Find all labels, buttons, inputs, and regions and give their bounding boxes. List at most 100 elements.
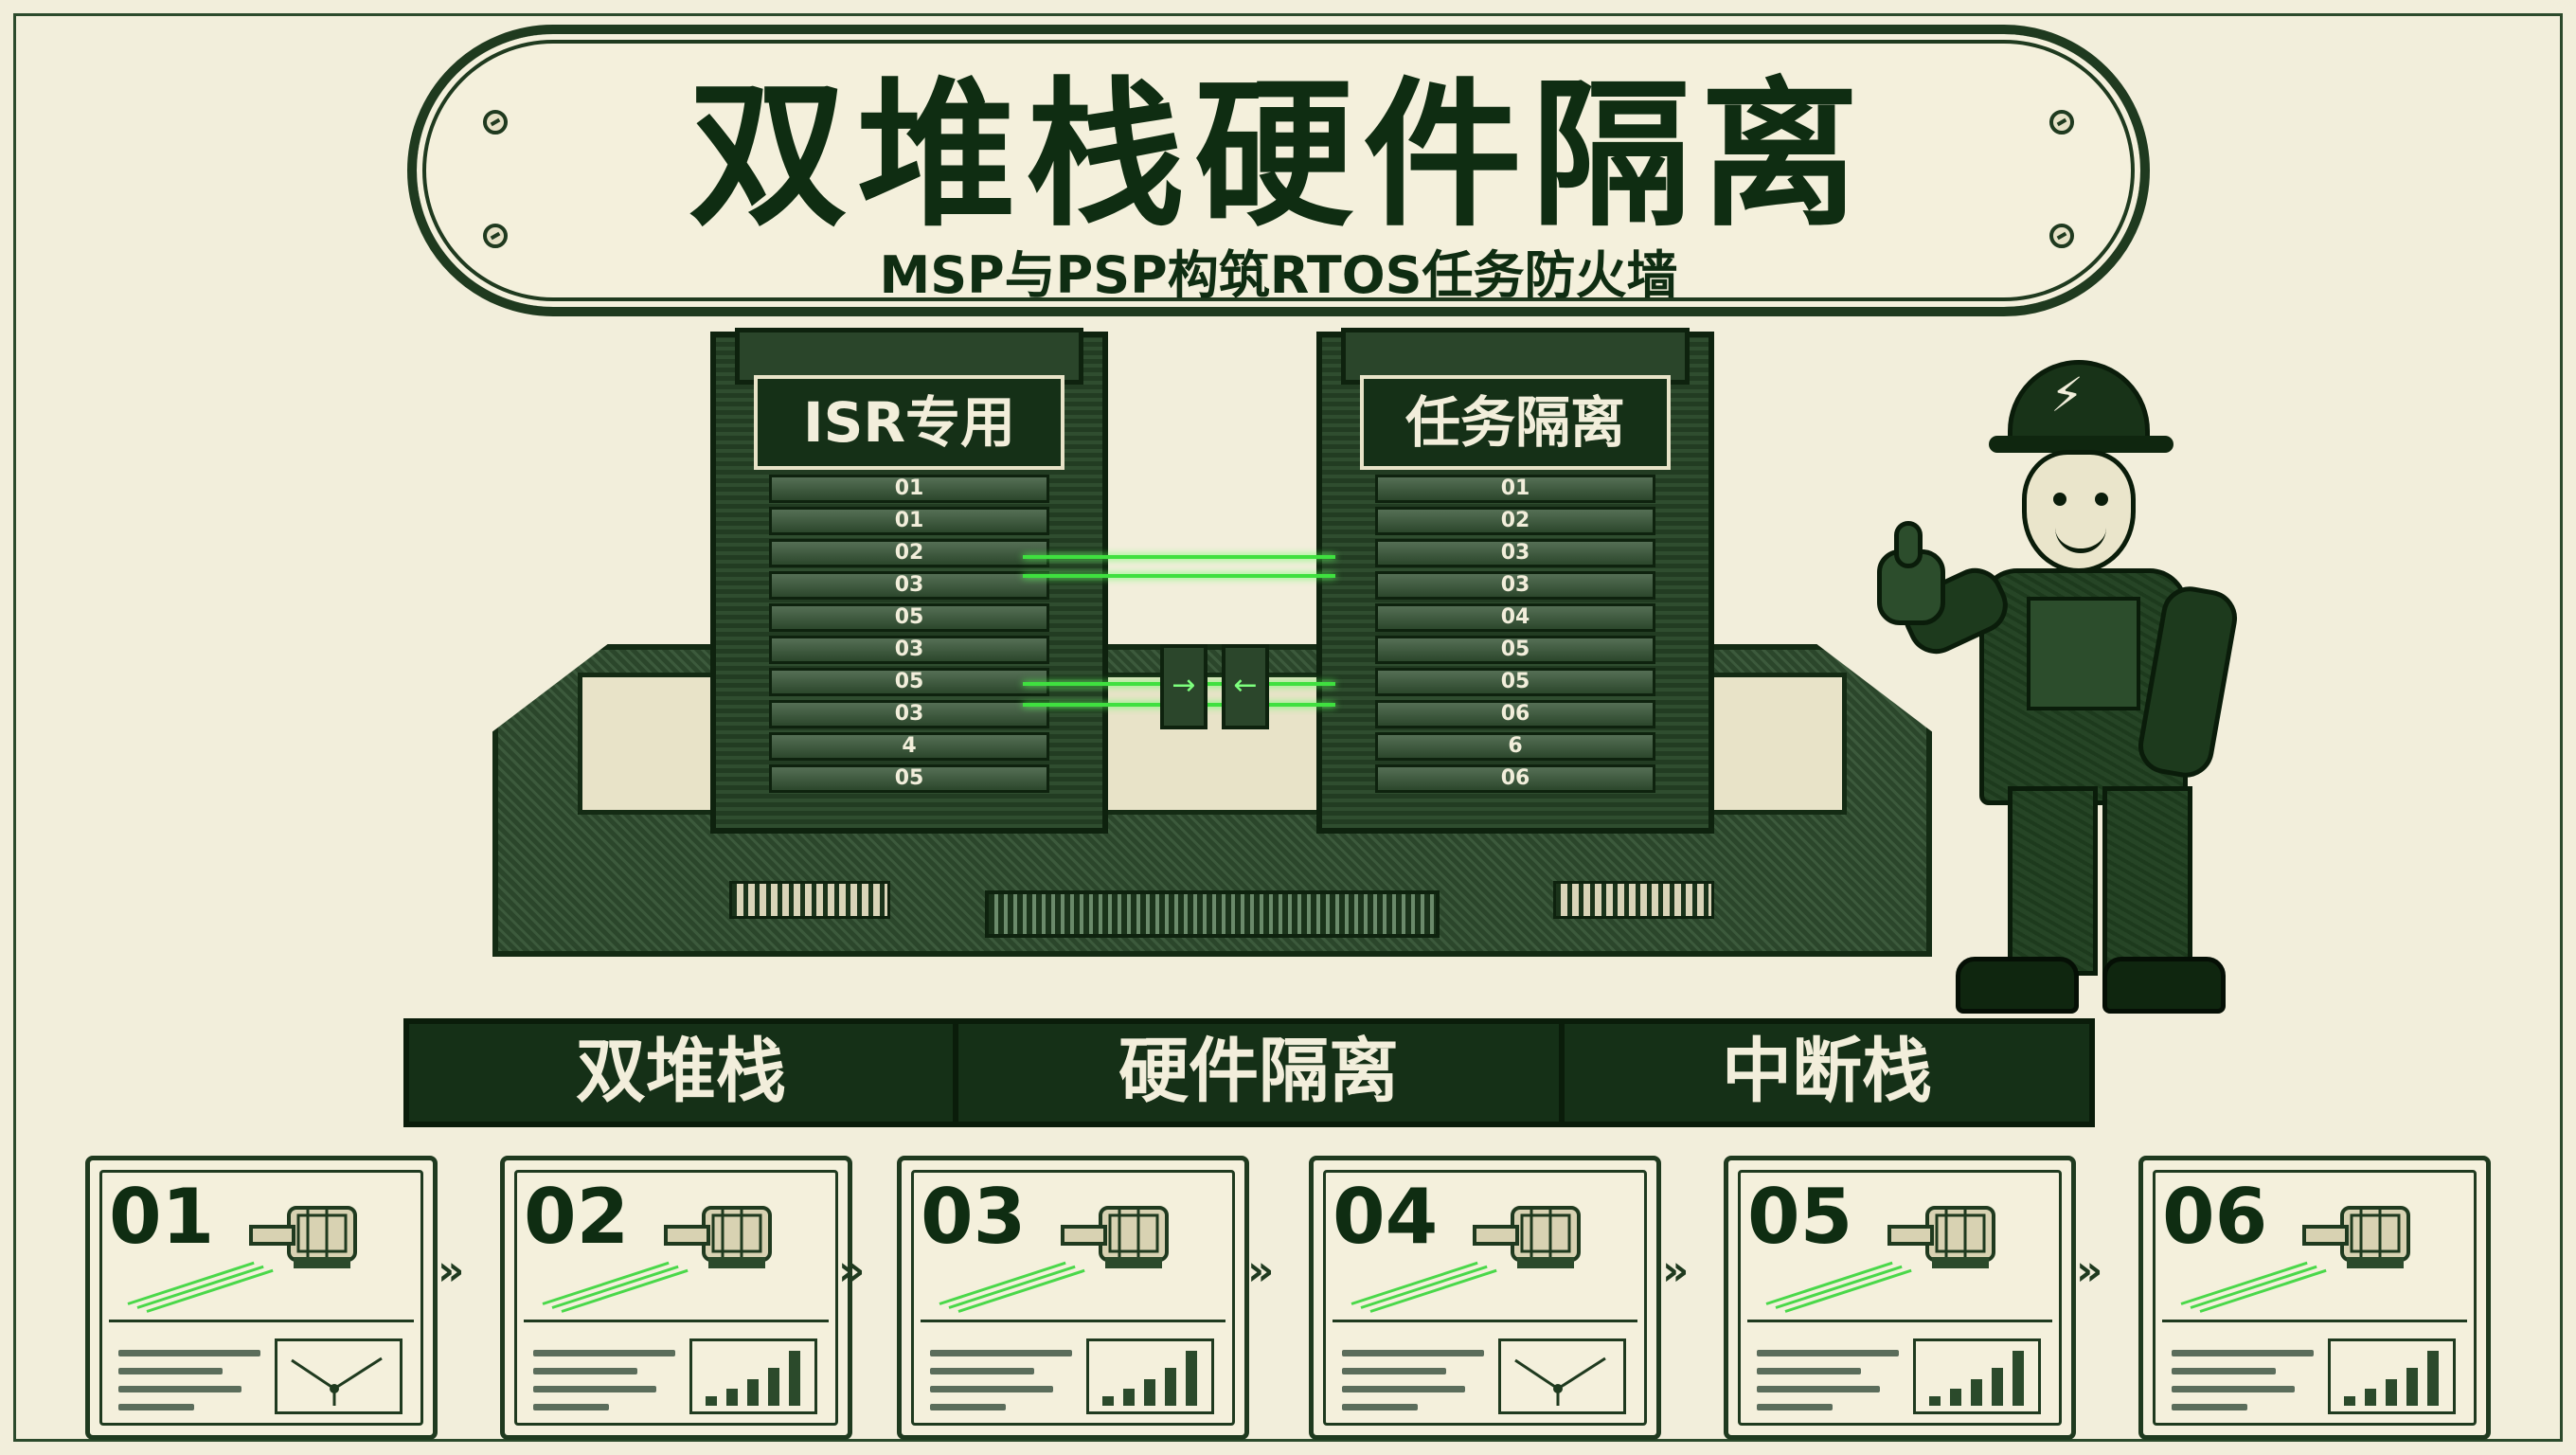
page-frame bbox=[13, 13, 2563, 1442]
placeholder-line bbox=[1757, 1404, 1833, 1410]
thumb bbox=[1894, 521, 1923, 568]
step-card: 04 bbox=[1309, 1156, 1661, 1440]
bolt-icon bbox=[2049, 110, 2074, 135]
mascot-boot bbox=[2102, 957, 2226, 1014]
card-divider bbox=[1747, 1320, 2052, 1322]
placeholder-line bbox=[2172, 1368, 2276, 1374]
stack-slot: 03 bbox=[769, 571, 1049, 600]
keyword-banner: 双堆栈 硬件隔离 中断栈 bbox=[403, 1018, 2095, 1127]
placeholder-line bbox=[930, 1386, 1053, 1392]
placeholder-text-lines bbox=[1757, 1350, 1899, 1422]
step-card: 03 bbox=[897, 1156, 1249, 1440]
placeholder-line bbox=[930, 1368, 1034, 1374]
placeholder-line bbox=[1342, 1368, 1446, 1374]
placeholder-line bbox=[930, 1404, 1006, 1410]
stack-slot: 02 bbox=[1375, 507, 1655, 535]
stack-slot: 04 bbox=[1375, 603, 1655, 632]
dual-stack-machine: ISR专用 01 01 02 03 05 03 05 03 4 05 任务隔离 … bbox=[492, 328, 1932, 995]
double-chevron-right-icon: » bbox=[1662, 1247, 1690, 1295]
mini-bar bbox=[1950, 1389, 1961, 1406]
mechanical-part-icon bbox=[249, 1206, 357, 1268]
card-divider bbox=[109, 1320, 414, 1322]
double-chevron-right-icon: » bbox=[2076, 1247, 2103, 1295]
bolt-icon bbox=[483, 110, 508, 135]
psp-stack-label: 任务隔离 bbox=[1360, 375, 1671, 470]
mechanical-part-icon bbox=[664, 1206, 772, 1268]
card-divider bbox=[2162, 1320, 2467, 1322]
mini-bar bbox=[2012, 1351, 2024, 1406]
stack-slot: 03 bbox=[769, 700, 1049, 728]
step-card: 01 bbox=[85, 1156, 438, 1440]
spring-left bbox=[729, 881, 890, 919]
placeholder-line bbox=[1342, 1404, 1418, 1410]
placeholder-line bbox=[118, 1368, 223, 1374]
mini-bar-chart-icon bbox=[1086, 1338, 1214, 1414]
stack-slot: 01 bbox=[769, 507, 1049, 535]
step-card: 06 bbox=[2138, 1156, 2491, 1440]
placeholder-line bbox=[118, 1386, 242, 1392]
placeholder-text-lines bbox=[533, 1350, 675, 1422]
placeholder-text-lines bbox=[2172, 1350, 2314, 1422]
mini-bar bbox=[2365, 1389, 2376, 1406]
stack-slot: 05 bbox=[1375, 636, 1655, 664]
mini-bar bbox=[747, 1379, 759, 1406]
step-card-frame bbox=[1323, 1170, 1647, 1426]
mini-bar-chart-icon bbox=[2328, 1338, 2456, 1414]
stack-slot: 05 bbox=[769, 668, 1049, 696]
placeholder-line bbox=[1342, 1386, 1465, 1392]
double-chevron-right-icon: » bbox=[438, 1247, 465, 1295]
placeholder-line bbox=[533, 1368, 637, 1374]
card-divider bbox=[1333, 1320, 1637, 1322]
mini-bar bbox=[2427, 1351, 2439, 1406]
double-chevron-right-icon: » bbox=[838, 1247, 866, 1295]
step-number: 05 bbox=[1747, 1173, 1853, 1261]
mini-bar bbox=[1929, 1396, 1941, 1406]
placeholder-line bbox=[2172, 1404, 2247, 1410]
mini-bar bbox=[768, 1368, 779, 1406]
placeholder-text-lines bbox=[1342, 1350, 1484, 1422]
placeholder-line bbox=[1757, 1350, 1899, 1356]
lightning-bolt-icon: ⚡ bbox=[2050, 368, 2084, 422]
step-card: 02 bbox=[500, 1156, 852, 1440]
placeholder-line bbox=[2172, 1386, 2295, 1392]
mini-line-chart-icon bbox=[1498, 1338, 1626, 1414]
stack-slot: 01 bbox=[769, 475, 1049, 503]
isolation-chip-right: ← bbox=[1222, 644, 1269, 729]
stack-slot: 03 bbox=[769, 636, 1049, 664]
step-card-frame bbox=[911, 1170, 1235, 1426]
isolation-chip-left: → bbox=[1160, 644, 1208, 729]
step-number: 01 bbox=[109, 1173, 215, 1261]
placeholder-line bbox=[533, 1386, 656, 1392]
mini-bar bbox=[2406, 1368, 2418, 1406]
mascot-boot bbox=[1956, 957, 2079, 1014]
stack-slot: 06 bbox=[1375, 764, 1655, 793]
placeholder-line bbox=[533, 1350, 675, 1356]
mechanical-part-icon bbox=[2302, 1206, 2410, 1268]
mini-bar bbox=[1102, 1396, 1114, 1406]
mini-bar bbox=[1144, 1379, 1155, 1406]
step-number: 03 bbox=[921, 1173, 1027, 1261]
stack-slot: 05 bbox=[1375, 668, 1655, 696]
stack-slot: 05 bbox=[769, 603, 1049, 632]
glow-wire bbox=[1023, 574, 1335, 578]
stack-slot: 6 bbox=[1375, 732, 1655, 761]
stack-slot: 03 bbox=[1375, 539, 1655, 567]
placeholder-line bbox=[930, 1350, 1072, 1356]
mini-bar bbox=[726, 1389, 738, 1406]
mascot-leg bbox=[2102, 786, 2192, 976]
mini-bar bbox=[789, 1351, 800, 1406]
stack-slot: 01 bbox=[1375, 475, 1655, 503]
spring-right bbox=[1553, 881, 1714, 919]
step-card: 05 bbox=[1724, 1156, 2076, 1440]
stack-slot: 4 bbox=[769, 732, 1049, 761]
bolt-icon bbox=[2049, 224, 2074, 248]
placeholder-line bbox=[118, 1350, 260, 1356]
mini-bar bbox=[1186, 1351, 1197, 1406]
engineer-mascot: ⚡ bbox=[1866, 360, 2282, 1042]
placeholder-line bbox=[533, 1404, 609, 1410]
bolt-icon bbox=[483, 224, 508, 248]
msp-stack-slots: 01 01 02 03 05 03 05 03 4 05 bbox=[769, 475, 1049, 797]
mini-bar bbox=[1123, 1389, 1135, 1406]
mascot-face bbox=[2022, 450, 2136, 573]
mascot-bib bbox=[2027, 597, 2140, 710]
